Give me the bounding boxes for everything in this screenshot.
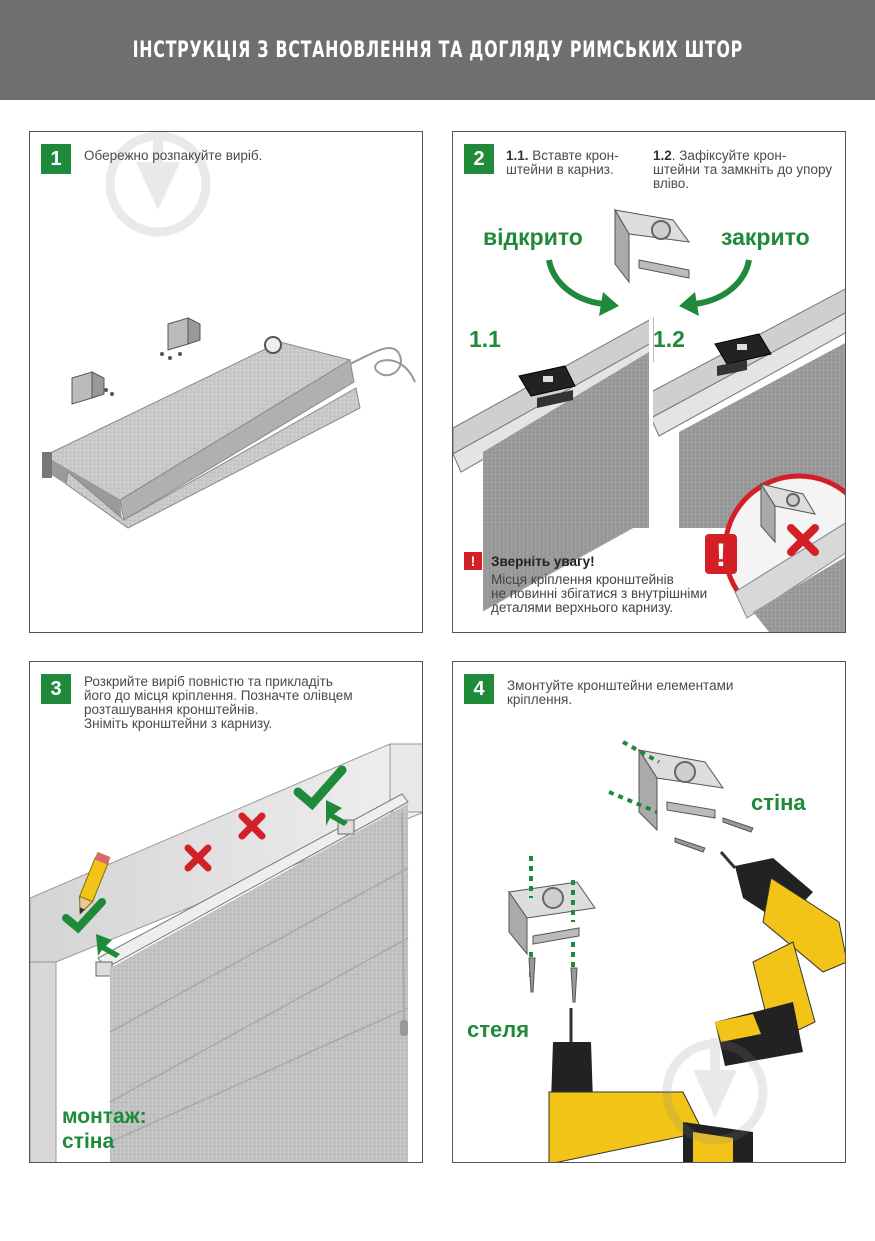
label-1-2: 1.2 <box>653 326 685 352</box>
warning-text: Місця кріплення кронштейнів не повинні з… <box>491 573 741 615</box>
bracket-icon <box>759 482 817 544</box>
mounting-illustration <box>508 740 845 1162</box>
sub2-line-b: штейни та замкніть до упору <box>653 162 833 177</box>
warning-line-2: не повинні збігатися з внутрішніми <box>491 586 708 601</box>
step-number-3: 3 <box>41 674 71 704</box>
screw-icon <box>528 957 578 1003</box>
step-panel-3: 3 Розкрийте виріб повністю та прикладіть… <box>29 661 423 1163</box>
sub2-line-c: вліво. <box>653 176 690 191</box>
label-closed: закрито <box>721 224 810 250</box>
watermark-logo-icon <box>662 1038 768 1145</box>
pencil-icon <box>78 851 111 916</box>
step-4-text: Змонтуйте кронштейни елементами кріпленн… <box>507 679 837 707</box>
bracket-icon <box>637 748 725 832</box>
cross-icon <box>184 812 266 872</box>
bracket-install-illustration: ! <box>453 208 845 632</box>
sub1-line-b: штейни в карниз. <box>506 162 614 177</box>
check-icon <box>62 765 347 934</box>
step-panel-2: ! 2 1.1. Вставте крон- штейни в карниз. … <box>452 131 846 633</box>
step-3-line-3: розташування кронштейнів. <box>84 702 259 717</box>
sub1-line-a: Вставте крон- <box>528 148 619 163</box>
bracket-icon <box>714 333 772 376</box>
step-4-line-1: Змонтуйте кронштейни елементами <box>507 678 734 693</box>
bracket-icon <box>71 317 201 405</box>
unpack-illustration <box>42 132 416 529</box>
step-4-line-2: кріплення. <box>507 692 573 707</box>
step-3-line-4: Зніміть кронштейни з карнизу. <box>84 716 273 731</box>
cross-icon <box>787 524 819 556</box>
warning-title: Зверніть увагу! <box>491 554 595 569</box>
bracket-icon <box>614 208 691 284</box>
label-ceiling: стеля <box>467 1017 530 1042</box>
label-1-1: 1.1 <box>469 326 501 352</box>
step-2-sub2-text: 1.2. Зафіксуйте крон- штейни та замкніть… <box>653 149 845 191</box>
warning-line-3: деталями верхнього карнизу. <box>491 600 674 615</box>
sub2-number: 1.2 <box>653 148 672 163</box>
mount-label-line-2: стіна <box>62 1130 115 1153</box>
bracket-icon <box>518 365 576 408</box>
warning-icon: ! <box>464 552 482 570</box>
step-1-text: Обережно розпакуйте виріб. <box>84 148 263 163</box>
svg-text:!: ! <box>716 537 727 573</box>
page-title: ІНСТРУКЦІЯ З ВСТАНОВЛЕННЯ ТА ДОГЛЯДУ РИМ… <box>132 37 743 63</box>
page-header: ІНСТРУКЦІЯ З ВСТАНОВЛЕННЯ ТА ДОГЛЯДУ РИМ… <box>0 0 875 100</box>
sub2-line-a: . Зафіксуйте крон- <box>671 148 787 163</box>
step-number-2: 2 <box>464 144 494 174</box>
mount-label-line-1: монтаж: <box>62 1105 147 1128</box>
arrow-icon <box>96 800 348 958</box>
watermark-logo-icon <box>105 132 211 237</box>
step-2-sub1-text: 1.1. Вставте крон- штейни в карниз. <box>506 149 646 177</box>
screw-icon <box>674 817 754 853</box>
label-open: відкрито <box>483 224 583 250</box>
label-wall: стіна <box>751 790 806 815</box>
marking-illustration <box>30 743 422 1162</box>
step-3-text: Розкрийте виріб повністю та прикладіть й… <box>84 675 418 731</box>
step-panel-4: 4 Змонтуйте кронштейни елементами кріпле… <box>452 661 846 1163</box>
mount-label: монтаж: стіна <box>62 1104 147 1154</box>
step-3-line-2: його до місця кріплення. Позначте олівце… <box>84 688 353 703</box>
drill-icon <box>548 1008 753 1162</box>
drill-icon <box>715 851 845 1066</box>
step-3-line-1: Розкрийте виріб повністю та прикладіть <box>84 674 333 689</box>
sub1-number: 1.1. <box>506 148 529 163</box>
step-number-4: 4 <box>464 674 494 704</box>
warning-line-1: Місця кріплення кронштейнів <box>491 572 674 587</box>
step-number-1: 1 <box>41 144 71 174</box>
step-panel-1: 1 Обережно розпакуйте виріб. <box>29 131 423 633</box>
bracket-icon <box>508 881 596 956</box>
warning-icon <box>705 534 737 574</box>
